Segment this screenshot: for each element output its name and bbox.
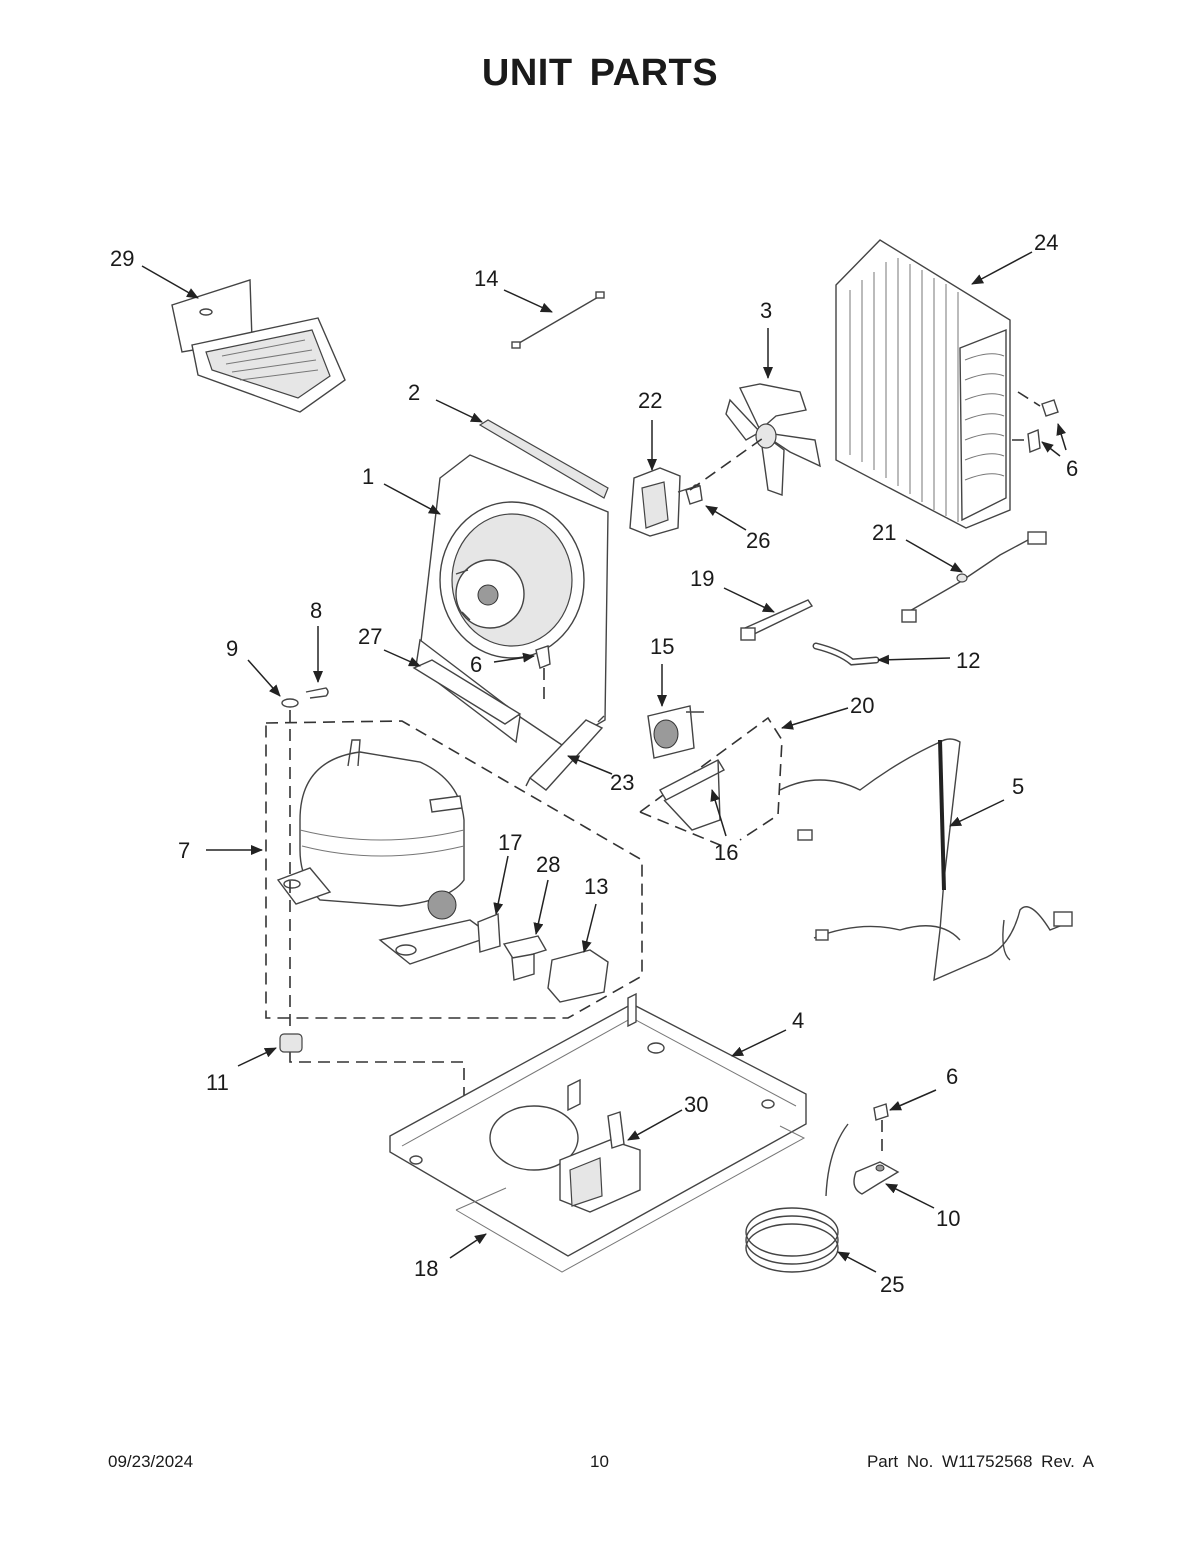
callout-14: 14 — [474, 266, 498, 291]
grommet-11 — [279, 1033, 303, 1053]
condenser-24 — [835, 239, 1011, 529]
screw-26 — [685, 485, 703, 505]
start-device-28 — [502, 935, 548, 981]
callout-6-condenser: 6 — [1066, 456, 1078, 481]
callout-21: 21 — [872, 520, 896, 545]
fan-motor-22 — [629, 467, 701, 537]
fan-shroud-1 — [415, 454, 609, 746]
callout-5: 5 — [1012, 774, 1024, 799]
clip-8 — [305, 687, 329, 699]
callout-25: 25 — [880, 1272, 904, 1297]
callout-8: 8 — [310, 598, 322, 623]
callout-18: 18 — [414, 1256, 438, 1281]
callout-17: 17 — [498, 830, 522, 855]
callout-19: 19 — [690, 566, 714, 591]
compressor-7 — [265, 720, 643, 1019]
wire-harness-5 — [779, 738, 1073, 982]
callout-24: 24 — [1034, 230, 1058, 255]
callout-26: 26 — [746, 528, 770, 553]
drain-pan-29 — [171, 279, 346, 413]
callout-labels: 29 14 2 1 3 22 24 6 26 21 19 12 15 20 5 … — [110, 230, 1078, 1297]
callout-16: 16 — [714, 840, 738, 865]
cover-13 — [547, 949, 609, 1003]
callout-2: 2 — [408, 380, 420, 405]
plate-27 — [412, 659, 522, 725]
callout-22: 22 — [638, 388, 662, 413]
capillary-coil-25 — [745, 1123, 849, 1273]
insulation-18 — [455, 1125, 806, 1273]
callout-6-shroud: 6 — [470, 652, 482, 677]
callout-10: 10 — [936, 1206, 960, 1231]
relay-15 — [647, 705, 704, 759]
callout-leaders — [141, 251, 1067, 1273]
clamp-10 — [853, 1161, 900, 1195]
footer-date: 09/23/2024 — [108, 1452, 194, 1471]
callout-27: 27 — [358, 624, 382, 649]
callout-23: 23 — [610, 770, 634, 795]
callout-29: 29 — [110, 246, 134, 271]
harness-21 — [901, 531, 1047, 623]
callout-11: 11 — [206, 1070, 229, 1095]
screw-6-shroud — [535, 645, 551, 700]
callout-12: 12 — [956, 648, 980, 673]
callout-9: 9 — [226, 636, 238, 661]
callout-4: 4 — [792, 1008, 804, 1033]
footer-part-number: Part No. W11752568 Rev. A — [866, 1452, 1094, 1471]
screw-6-lower — [873, 1103, 889, 1158]
washer-9 — [281, 698, 299, 708]
callout-3: 3 — [760, 298, 772, 323]
tube-12 — [812, 642, 880, 666]
callout-28: 28 — [536, 852, 560, 877]
fan-blade-3 — [725, 383, 821, 496]
callout-1: 1 — [362, 464, 374, 489]
drier-23 — [525, 715, 605, 791]
wire-14 — [511, 291, 605, 349]
foam-strip-2 — [478, 419, 609, 499]
callout-15: 15 — [650, 634, 674, 659]
screw-6-condenser — [1027, 399, 1059, 453]
page-title: UNIT PARTS — [481, 52, 719, 94]
callout-13: 13 — [584, 874, 608, 899]
callout-20: 20 — [850, 693, 874, 718]
callout-30: 30 — [684, 1092, 708, 1117]
valve-30 — [559, 1111, 641, 1213]
tie-strap-19 — [740, 599, 814, 641]
overload-17 — [477, 912, 501, 953]
callout-6-base: 6 — [946, 1064, 958, 1089]
footer-page-number: 10 — [590, 1452, 609, 1471]
base-pan-4 — [389, 992, 807, 1257]
callout-7: 7 — [178, 838, 190, 863]
